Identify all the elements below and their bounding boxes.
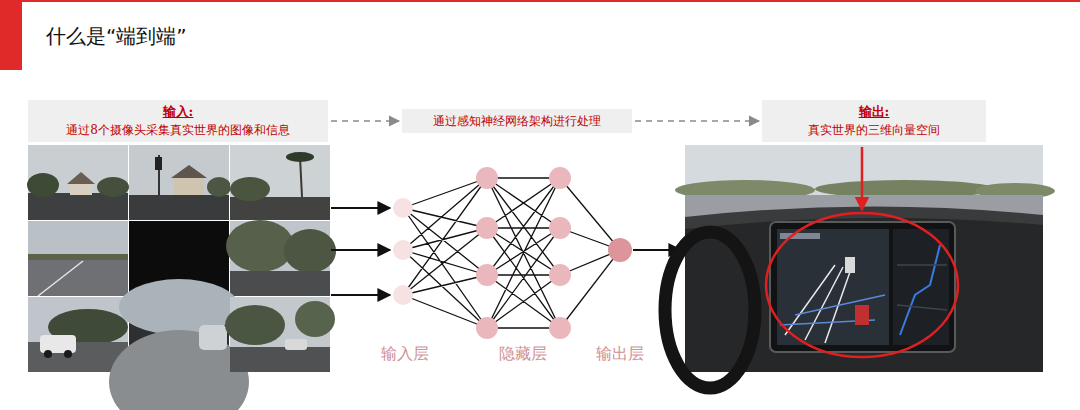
network-links — [403, 178, 620, 328]
header-decor-part — [0, 0, 1080, 2]
camera-grid-part-part — [230, 177, 270, 201]
stage-box: 输出:真实世界的三维向量空间 — [762, 100, 986, 142]
camera-grid-part — [230, 145, 330, 220]
network-neurons-part — [393, 240, 413, 260]
car-cabin-photo-part — [855, 305, 869, 325]
camera-grid-part-part — [295, 301, 335, 337]
callout — [766, 147, 958, 357]
camera-grid-part — [226, 220, 336, 296]
callout-part — [766, 213, 958, 357]
camera-grid-part-part — [129, 195, 229, 220]
camera-grid-part-part — [155, 157, 162, 170]
camera-grid-part — [225, 297, 335, 372]
car-cabin-photo — [665, 145, 1055, 388]
network-neurons-part — [476, 167, 498, 189]
camera-grid-part-part — [28, 221, 128, 296]
camera-grid — [27, 145, 336, 410]
camera-grid-part-part — [28, 254, 128, 260]
network-neurons-part — [476, 317, 498, 339]
callout-part — [861, 147, 864, 210]
slide-title: 什么是“端到端” — [46, 23, 187, 50]
camera-grid-part-part — [40, 335, 76, 353]
camera-grid-part-part — [97, 177, 129, 197]
network-neurons-part — [393, 198, 413, 218]
camera-grid-part-part — [226, 220, 294, 272]
camera-grid-part-part — [230, 347, 330, 372]
camera-grid-part — [28, 297, 128, 372]
dashed-arrow — [635, 120, 759, 122]
camera-grid-part-part — [67, 172, 95, 184]
layer-label: 输入层 — [381, 344, 429, 365]
dashed-arrow — [331, 120, 399, 122]
camera-grid-part-part — [300, 157, 302, 197]
camera-grid-part-part — [171, 165, 207, 178]
camera-grid-part-part — [286, 152, 314, 162]
camera-grid-part-part — [225, 305, 285, 345]
camera-grid-part-part — [28, 145, 128, 220]
network-neurons-part — [476, 217, 498, 239]
camera-grid-part-part — [64, 350, 72, 358]
car-cabin-photo-part — [777, 229, 889, 345]
car-cabin-photo-part — [897, 265, 947, 310]
network-neurons-part — [549, 264, 571, 286]
stage-box: 输入:通过8个摄像头采集真实世界的图像和信息 — [28, 100, 328, 142]
network-neurons-part — [549, 217, 571, 239]
camera-grid-part-part — [28, 193, 128, 220]
camera-grid-part-part — [199, 325, 227, 350]
camera-grid-part-part — [28, 297, 128, 372]
box-text: 通过8个摄像头采集真实世界的图像和信息 — [40, 121, 316, 139]
camera-grid-part — [109, 279, 249, 410]
network-neurons-part — [476, 264, 498, 286]
network-links-part — [403, 178, 620, 328]
input-arrows-part — [331, 207, 390, 209]
input-arrows-part — [331, 294, 390, 296]
layer-label: 输出层 — [596, 344, 644, 365]
header-decor — [0, 0, 1080, 70]
box-text: 通过感知神经网络架构进行处理 — [414, 112, 620, 130]
camera-grid-part — [28, 221, 128, 296]
car-cabin-photo-part — [780, 295, 885, 325]
camera-grid-part — [27, 145, 129, 220]
camera-grid-part-part — [230, 145, 330, 220]
network-neurons-part — [608, 238, 632, 262]
car-cabin-photo-part — [665, 232, 755, 388]
camera-grid-part-part — [44, 350, 52, 358]
camera-grid-part-part — [27, 173, 59, 197]
header-decor-part — [0, 0, 22, 70]
network-neurons-part — [393, 285, 413, 305]
layer-label: 隐藏层 — [499, 344, 547, 365]
stage-box: 通过感知神经网络架构进行处理 — [402, 109, 632, 133]
camera-grid-part-part — [230, 271, 330, 296]
car-cabin-photo-part — [900, 245, 940, 335]
box-heading: 输出: — [774, 103, 974, 121]
network-neurons-part — [549, 167, 571, 189]
network-neurons-part — [549, 317, 571, 339]
box-text: 真实世界的三维向量空间 — [774, 121, 974, 139]
camera-grid-part-part — [174, 177, 204, 195]
camera-grid-part — [129, 145, 231, 220]
box-heading: 输入: — [40, 103, 316, 121]
input-arrows-part — [331, 249, 390, 251]
input-arrows — [331, 208, 390, 295]
camera-grid-part-part — [285, 339, 307, 350]
car-cabin-photo-part — [770, 222, 955, 352]
camera-grid-part-part — [207, 177, 231, 197]
camera-grid-part-part — [28, 260, 128, 296]
car-cabin-photo-part — [780, 233, 820, 239]
camera-grid-part-part — [70, 183, 92, 195]
camera-grid-part-part — [38, 261, 83, 296]
camera-grid-part-part — [284, 229, 336, 273]
network-neurons — [393, 167, 632, 339]
camera-grid-part-part — [109, 330, 249, 410]
car-cabin-photo-part — [845, 257, 855, 273]
